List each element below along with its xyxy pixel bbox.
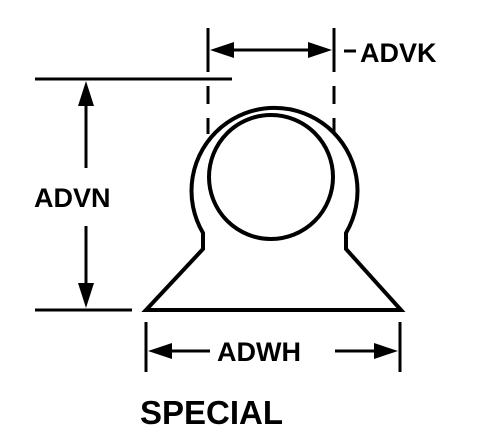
arrowhead-left-icon xyxy=(210,42,234,58)
arrowhead-right-icon xyxy=(374,343,398,359)
part-outline xyxy=(141,105,406,312)
dimension-advn: ADVN xyxy=(34,77,232,312)
arrowhead-down-icon xyxy=(78,283,94,308)
bore-circle xyxy=(207,113,335,241)
arrowhead-up-icon xyxy=(78,81,94,106)
arrowhead-left-icon xyxy=(148,343,172,359)
dimension-adwh: ADWH xyxy=(144,322,402,372)
arrowhead-right-icon xyxy=(308,42,332,58)
diagram-title: SPECIAL xyxy=(140,394,283,431)
dimension-label-adwh: ADWH xyxy=(217,337,301,367)
dimension-label-advn: ADVN xyxy=(34,183,111,213)
dimension-advk: ADVK xyxy=(206,28,437,134)
dimension-label-advk: ADVK xyxy=(360,38,437,68)
